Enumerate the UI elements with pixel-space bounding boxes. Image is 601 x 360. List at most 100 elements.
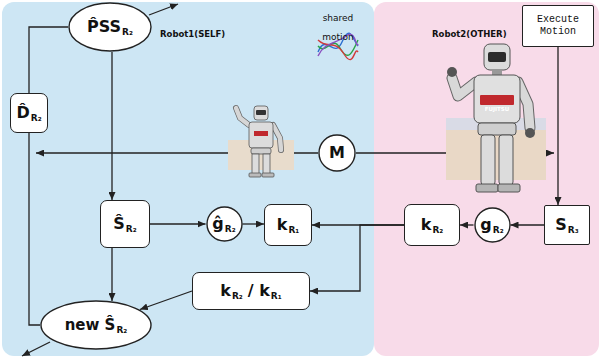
subscript: R₂ <box>126 224 137 235</box>
connector <box>111 248 112 301</box>
robot-visor <box>256 110 266 115</box>
connector <box>150 223 206 224</box>
text-group: kR₁ <box>277 215 300 235</box>
node-label: ĝ <box>212 214 223 234</box>
robot-foot <box>498 184 520 192</box>
robot-arm <box>273 125 281 150</box>
out-arrow <box>22 342 50 356</box>
state-ellipse: P̂SSR₂ <box>68 2 152 52</box>
subscript: R₂ <box>432 225 443 236</box>
robot-torso <box>249 122 273 148</box>
brand-text-holder: FUJITSU <box>480 96 514 115</box>
process-box: Execute Motion <box>522 5 594 47</box>
function-circle: ĝR₂ <box>206 206 243 242</box>
connector <box>29 27 68 93</box>
robot-leg <box>499 135 513 185</box>
text-group: SR₃ <box>555 215 578 235</box>
text-group: kR₂ <box>421 215 444 235</box>
ellipse-outline <box>41 301 151 349</box>
robot-arm <box>236 108 249 125</box>
connector <box>29 133 40 325</box>
process-box: ŜR₂ <box>100 200 150 248</box>
text-group: D̂R₂ <box>16 103 41 123</box>
ellipse-outline <box>207 207 242 241</box>
connector <box>243 223 265 224</box>
region-heading: Robot1(SELF) <box>160 29 225 39</box>
robot-foot <box>476 184 498 192</box>
subscript: R₂ <box>493 225 504 236</box>
ellipse-outline <box>319 135 355 171</box>
robot1-figure <box>228 106 294 177</box>
robot-hand <box>525 128 535 138</box>
robot-plate <box>254 131 268 136</box>
robot-hips <box>251 148 271 154</box>
function-circle: gR₂ <box>474 207 511 243</box>
robot-head <box>254 106 268 120</box>
connector <box>310 225 404 291</box>
connector <box>111 52 112 200</box>
robot-leg <box>252 154 259 174</box>
node-label: new Ŝ <box>65 315 116 335</box>
subscript: R₂ <box>225 224 236 235</box>
subscript: R₃ <box>568 225 579 236</box>
node-label: k <box>421 215 432 235</box>
motion-label-holder: shared motion <box>314 6 362 44</box>
connector <box>140 291 192 310</box>
motion-label: shared motion <box>322 13 354 42</box>
robot-plate <box>480 95 514 105</box>
connector <box>557 47 558 205</box>
connector <box>460 224 474 225</box>
state-ellipse: new ŜR₂ <box>40 300 152 350</box>
robot-foot <box>262 173 274 177</box>
text-group: ĝR₂ <box>212 214 235 234</box>
robot-hand <box>447 67 457 77</box>
brand-text: FUJITSU <box>485 106 510 112</box>
ellipse-outline <box>69 3 151 51</box>
robot-leg <box>481 135 495 185</box>
node-label: k <box>220 281 231 301</box>
robot-leg <box>263 154 270 174</box>
process-box: kR₂ <box>404 204 460 246</box>
motion-curve <box>318 40 358 60</box>
text-group: Execute Motion <box>528 14 588 38</box>
ratio-box: kR₂ / kR₁ <box>192 272 310 310</box>
node-label: g <box>480 215 491 235</box>
node-label: P̂SS <box>87 17 121 37</box>
motion-circle: M <box>318 134 356 172</box>
robot-visor <box>488 52 506 62</box>
ellipse-outline <box>475 208 510 242</box>
out-arrow <box>149 4 178 15</box>
subscript: R₁ <box>288 225 299 236</box>
subscript: R₂ <box>232 291 243 302</box>
ellipse-outline <box>474 207 511 243</box>
subscript: R₂ <box>122 27 133 38</box>
robot-foot <box>249 173 261 177</box>
region-heading-holder: Robot2(OTHER) <box>432 22 507 41</box>
robot-arm <box>273 125 281 150</box>
region-heading-holder: Robot1(SELF) <box>160 22 225 41</box>
text-group: P̂SSR₂ <box>87 17 133 37</box>
node-label: Execute Motion <box>528 14 588 38</box>
text-group: gR₂ <box>480 215 503 235</box>
subscript: R₂ <box>31 113 42 124</box>
node-label: S <box>555 215 567 235</box>
connector <box>511 224 545 225</box>
text-group: ŜR₂ <box>113 214 136 234</box>
robot-arm <box>452 78 476 96</box>
robot-head <box>484 44 510 70</box>
robot2-figure <box>446 44 546 192</box>
robot-torso <box>474 75 520 123</box>
node-label: / k <box>248 281 270 301</box>
node-label: k <box>277 215 288 235</box>
region-heading: Robot2(OTHER) <box>432 29 507 39</box>
subscript: R₂ <box>116 325 127 336</box>
text-group: kR₂ / kR₁ <box>220 281 281 301</box>
robot-arm <box>236 108 249 125</box>
node-label: M <box>329 143 345 163</box>
ellipse-outline <box>206 206 243 242</box>
text-group: new ŜR₂ <box>65 315 128 335</box>
text-group: M <box>329 143 345 163</box>
leader-lines <box>22 4 554 356</box>
subscript: R₁ <box>271 291 282 302</box>
